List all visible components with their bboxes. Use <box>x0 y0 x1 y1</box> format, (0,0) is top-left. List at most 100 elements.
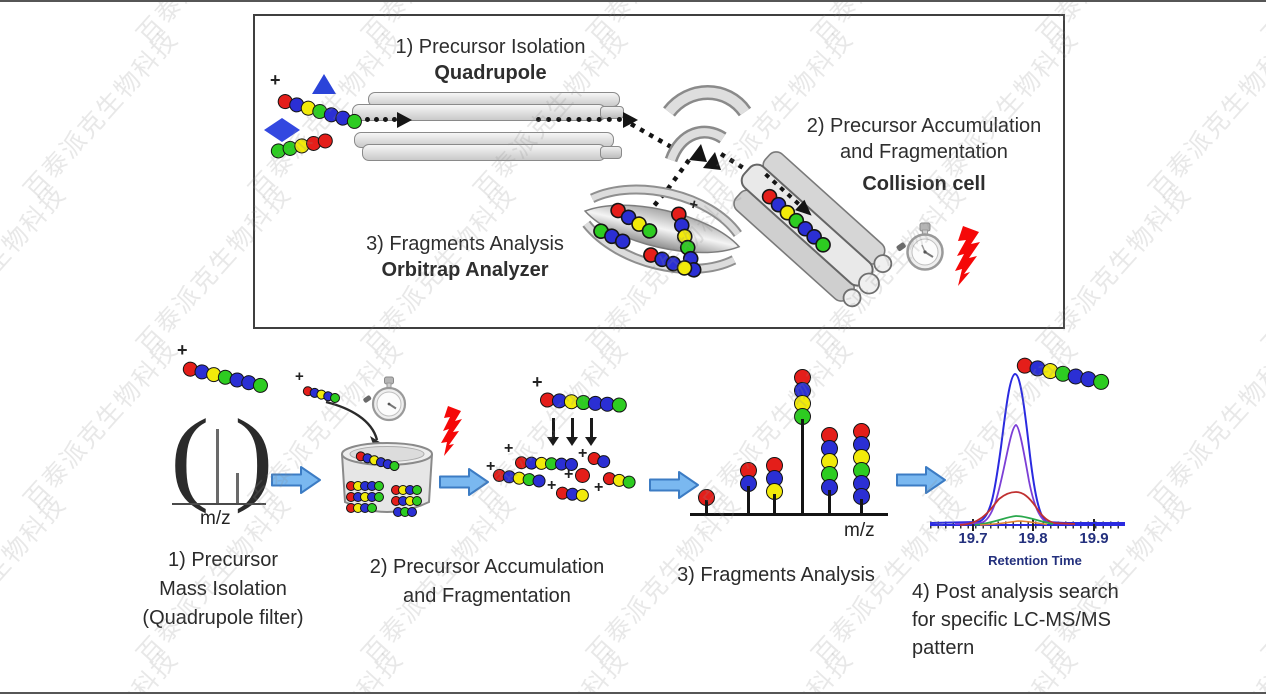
quadrupole-rod-cap <box>600 146 622 159</box>
stopwatch-icon <box>896 222 944 271</box>
charge-plus-sign: + <box>564 466 574 483</box>
peak-stick <box>773 494 776 514</box>
fragment-chain <box>643 247 693 276</box>
watermark-text: 百泰派克生物科技 <box>1256 179 1266 359</box>
watermark-text: 百泰派克生物科技 <box>689 641 860 694</box>
watermark-text: 百泰派克生物科技 <box>0 0 74 50</box>
trapped-chain <box>346 481 384 491</box>
ion-trail-dots <box>764 172 802 207</box>
charge-plus-sign: + <box>177 340 188 360</box>
bead-yellow <box>676 260 693 276</box>
chromatogram-trace <box>929 372 1125 524</box>
caption-line: 1) Precursor <box>167 549 279 571</box>
panel-hardware-svg: + + <box>582 85 980 308</box>
peak-stick <box>747 486 750 514</box>
watermark-text: 百泰派克生物科技 <box>1143 24 1266 204</box>
mz-axis <box>172 502 266 505</box>
step1-caption: 1) Precursor Mass Isolation (Quadrupole … <box>118 546 328 633</box>
spectrum-peak <box>821 427 838 514</box>
caption-line: (Quadrupole filter) <box>142 607 304 629</box>
step2-caption: 2) Precursor Accumulation and Fragmentat… <box>342 553 632 611</box>
bottom-edge-line <box>0 692 1266 694</box>
panel-step2-title: 2) Precursor Accumulation and Fragmentat… <box>788 113 1060 197</box>
charge-plus-sign: + <box>594 479 604 496</box>
return-arrowhead-icon <box>703 152 721 170</box>
bead-yellow <box>575 488 590 503</box>
bead-green <box>611 397 628 414</box>
watermark-text: 百泰派克生物科技 <box>1256 489 1266 669</box>
mz-axis-label: m/z <box>844 520 875 541</box>
collision-cell-chain <box>761 188 831 253</box>
precursor-glycan-chain <box>539 392 628 414</box>
fragment-chain <box>670 206 702 278</box>
chromatogram-plot <box>929 372 1125 531</box>
watermark-text: 百泰派克生物科技 <box>18 334 185 514</box>
chromatogram-trace <box>979 520 1048 526</box>
spectrum-peak <box>740 462 757 514</box>
ion-beam-dots <box>536 117 622 122</box>
caption-line: pattern <box>912 637 975 659</box>
fragmentation-arrow-icon <box>566 418 577 446</box>
watermark-text: 百泰派克生物科技 <box>18 24 185 204</box>
panel-step3-title: 3) Fragments Analysis Orbitrap Analyzer <box>348 231 582 283</box>
fragmentation-arrow-icon <box>547 418 558 446</box>
fragment-chain <box>593 223 631 250</box>
fragment-chain <box>585 450 612 470</box>
fragment-stack <box>740 462 757 492</box>
spectrum-peak <box>236 473 239 503</box>
precursor-spectrum <box>170 406 270 505</box>
caption-line: 2) Precursor Accumulation <box>369 556 605 578</box>
fragment-chain <box>514 456 579 472</box>
panel-step2-line1: 2) Precursor Accumulation <box>806 115 1042 137</box>
fragment-spectrum <box>690 356 890 516</box>
spectrum-peak <box>794 369 811 514</box>
mz-axis-label: m/z <box>200 508 231 529</box>
fragment-chain <box>610 202 658 239</box>
flow-arrow-icon <box>439 468 489 496</box>
fragment-chain <box>575 468 590 483</box>
bead-green <box>251 376 270 395</box>
bead-green <box>1091 372 1111 392</box>
charge-plus-sign: + <box>504 440 514 457</box>
collision-cell <box>733 151 893 308</box>
fragmentation-arrow-icon <box>585 418 596 446</box>
charge-plus-sign: + <box>578 445 588 462</box>
instrument-panel-box <box>253 14 1065 329</box>
bead-green <box>374 492 384 502</box>
spectrum-peak <box>698 489 715 514</box>
fragment-stack <box>853 423 870 505</box>
chromatogram-trace <box>974 515 1054 526</box>
bead-blue <box>614 233 631 250</box>
panel-step2-line2: and Fragmentation <box>840 141 1008 163</box>
panel-step3-line2: Orbitrap Analyzer <box>381 259 549 281</box>
panel-step1-line1: 1) Precursor Isolation <box>395 36 586 58</box>
charge-plus-sign: + <box>532 372 543 392</box>
caption-line: for specific LC-MS/MS <box>912 609 1111 631</box>
fragment-chain <box>492 468 547 489</box>
spectrum-peak <box>766 457 783 514</box>
watermark-text: 百泰派克生物科技 <box>0 489 73 669</box>
watermark-text: 百泰派克生物科技 <box>1252 0 1266 50</box>
fragment-chain <box>601 471 637 490</box>
orbitrap-analyzer: + <box>582 184 742 278</box>
x-axis-title: Retention Time <box>988 553 1082 568</box>
flow-arrow-icon <box>271 466 321 494</box>
caption-line: Mass Isolation <box>159 578 287 600</box>
step3-caption: 3) Fragments Analysis <box>660 561 892 590</box>
bead-red <box>575 468 590 483</box>
chromatogram-trace <box>954 424 1071 525</box>
trapped-chain <box>393 507 417 517</box>
x-tick-label: 19.7 <box>958 530 988 547</box>
chromatogram-trace <box>959 491 1076 526</box>
return-arrowhead-icon <box>689 144 707 162</box>
bead-green <box>374 481 384 491</box>
isolation-bracket-right: ) <box>234 397 274 515</box>
bead-green <box>412 485 422 495</box>
lightning-icon <box>955 226 980 286</box>
watermark-text: 百泰派克生物科技 <box>14 641 185 694</box>
peak-stick <box>828 490 831 514</box>
fragment-chain <box>555 486 590 503</box>
flow-arrow-icon <box>649 471 699 499</box>
spectrum-peak <box>853 423 870 514</box>
